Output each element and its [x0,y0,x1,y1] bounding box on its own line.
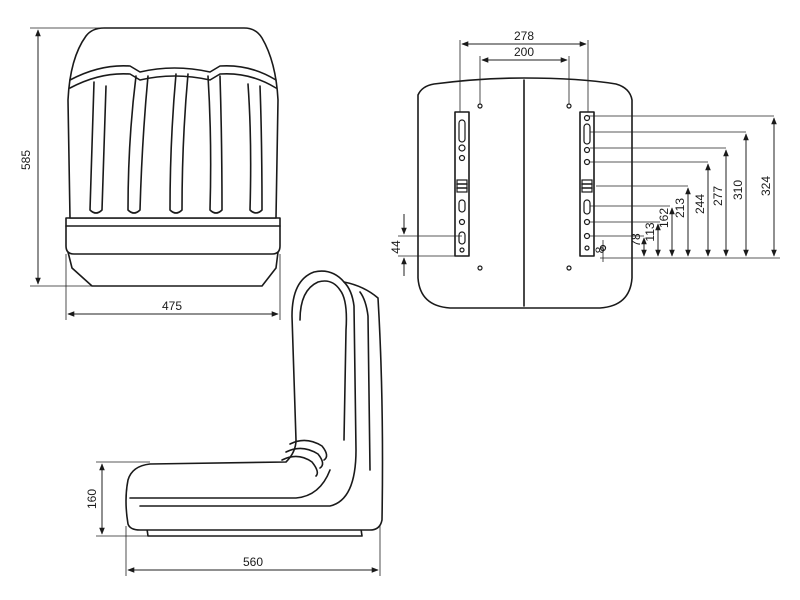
slot-44-dimension: 44 [389,214,462,276]
dim-310: 310 [731,180,745,200]
base-width-dimensions: 278 200 [459,29,589,112]
dim-213: 213 [673,198,687,218]
dim-160: 160 [85,489,99,509]
side-view [125,270,384,537]
front-seat-cushion [65,217,281,255]
dim-162: 162 [657,208,671,228]
dim-78: 78 [629,233,643,247]
base-plate-view [417,77,633,309]
side-height-dimension: 160 [85,461,150,537]
side-seat-shell [125,270,384,531]
front-view [65,27,281,287]
dim-278: 278 [514,29,534,43]
left-slide-rail [454,111,470,257]
dim-113: 113 [643,222,657,241]
dim-324: 324 [759,176,773,196]
base-plate-outline [417,77,633,309]
dim-8: 8 [593,246,607,253]
dim-475: 475 [162,299,182,313]
dim-44: 44 [389,240,403,254]
dim-560: 560 [243,555,263,569]
dim-244: 244 [693,194,707,214]
right-slide-rail [579,111,607,257]
dim-585: 585 [19,150,33,170]
front-width-dimension: 475 [65,254,281,320]
side-depth-dimension: 560 [125,526,381,576]
dim-277: 277 [711,186,725,206]
front-seat-base [67,251,279,287]
dim-200: 200 [514,45,534,59]
front-height-dimension: 585 [19,27,104,287]
rail-hole-dimensions: 324 310 277 244 213 162 113 78 8 [587,115,780,262]
